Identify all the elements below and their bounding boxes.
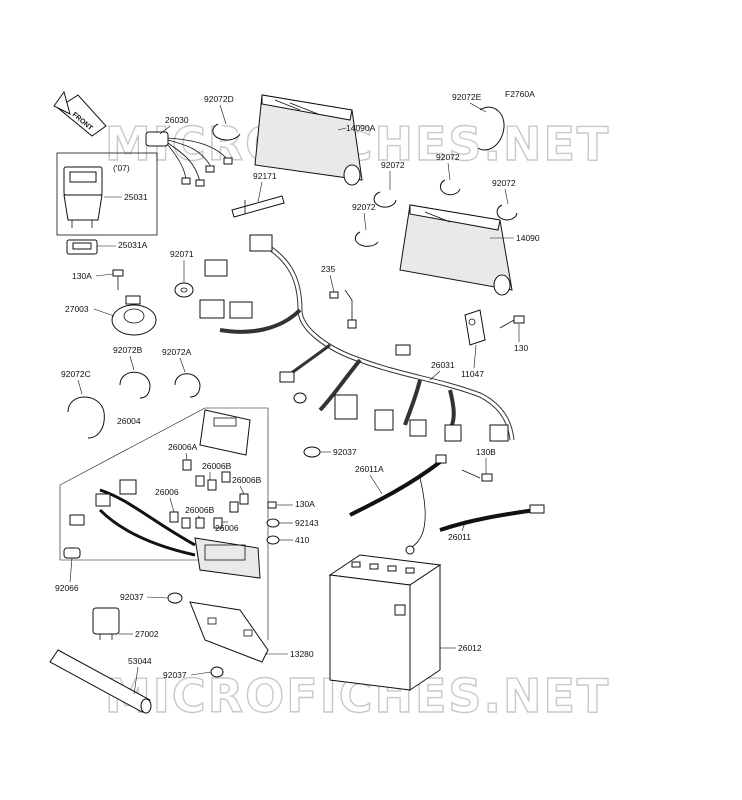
tube-53044 <box>49 649 152 714</box>
label-410: 410 <box>295 535 309 545</box>
label-130: 130 <box>514 343 528 353</box>
label-14090A: 14090A <box>346 123 376 133</box>
label-26006B-2: 26006B <box>232 475 262 485</box>
bolt-130A-top <box>112 269 124 290</box>
bracket-11047 <box>464 309 486 346</box>
label-92072-1: 92072 <box>381 160 405 170</box>
label-130A-mid: 130A <box>295 499 315 509</box>
cable-26011A <box>349 454 447 555</box>
grommet-92066 <box>63 547 81 559</box>
label-26031: 26031 <box>431 360 455 370</box>
label-130B: 130B <box>476 447 496 457</box>
clip-92072D <box>212 123 241 141</box>
label-26012: 26012 <box>458 643 482 653</box>
washer-410 <box>266 535 280 545</box>
label-53044: 53044 <box>128 656 152 666</box>
label-26006A: 26006A <box>168 442 198 452</box>
clip-92072-1 <box>373 191 397 208</box>
clip-92072-3 <box>496 204 518 221</box>
fuse-box-cover <box>199 409 251 456</box>
label-92037-top: 92037 <box>333 447 357 457</box>
label-92072E: 92072E <box>452 92 482 102</box>
label-07: ('07) <box>113 163 130 173</box>
label-26004: 26004 <box>117 416 141 426</box>
bracket-13280 <box>189 601 269 663</box>
label-92072D: 92072D <box>204 94 234 104</box>
label-92143: 92143 <box>295 518 319 528</box>
band-92072E <box>477 106 505 151</box>
battery-26012 <box>328 554 442 691</box>
main-harness-26031 <box>199 234 515 442</box>
label-92072-2: 92072 <box>436 152 460 162</box>
label-92037-mid: 92037 <box>120 592 144 602</box>
label-26006B-1: 26006B <box>202 461 232 471</box>
label-235: 235 <box>321 264 335 274</box>
washer-92143 <box>266 518 280 528</box>
label-26011A: 26011A <box>355 464 384 474</box>
label-26011: 26011 <box>448 532 471 542</box>
label-92171: 92171 <box>253 171 277 181</box>
relay-27002 <box>92 607 120 640</box>
cable-26011 <box>439 504 545 532</box>
meter-25031 <box>56 152 158 236</box>
cover-14090A <box>254 94 363 186</box>
label-92066: 92066 <box>55 583 79 593</box>
bolt-130 <box>499 315 525 329</box>
part-235 <box>329 289 357 329</box>
bolt-130B <box>461 469 493 482</box>
label-92071: 92071 <box>170 249 194 259</box>
label-13280: 13280 <box>290 649 314 659</box>
label-11047: 11047 <box>461 369 484 379</box>
clip-92072-2 <box>439 179 461 196</box>
group-26004 <box>59 407 215 561</box>
sub-harness-26030 <box>145 131 233 187</box>
label-26006-1: 26006 <box>155 487 179 497</box>
label-25031A: 25031A <box>118 240 148 250</box>
labels: 92072D 26030 14090A 92072E ('07) 25031 9… <box>55 92 540 695</box>
label-26030: 26030 <box>165 115 189 125</box>
label-14090: 14090 <box>516 233 540 243</box>
clamp-92037-top <box>303 446 321 458</box>
label-92072-3: 92072 <box>492 178 516 188</box>
band-92072B <box>119 371 151 399</box>
label-92072-4: 92072 <box>352 202 376 212</box>
fuse-box-base <box>69 479 261 579</box>
band-92072C <box>67 396 105 439</box>
meter-cover-25031A <box>66 239 98 255</box>
bolt-130A-mid <box>267 501 277 509</box>
horn-27003 <box>111 295 157 336</box>
fuses <box>169 459 249 529</box>
label-130A-top: 130A <box>72 271 92 281</box>
label-27002: 27002 <box>135 629 159 639</box>
cover-14090 <box>399 204 513 296</box>
clamp-92037-bottom <box>210 666 224 678</box>
label-92072B: 92072B <box>113 345 143 355</box>
bracket-92171 <box>231 195 285 218</box>
clamp-92037-mid <box>167 592 183 604</box>
clip-92072-4 <box>354 231 379 247</box>
label-26006B-3: 26006B <box>185 505 215 515</box>
label-92037-bottom: 92037 <box>163 670 187 680</box>
front-arrow-icon: FRONT <box>53 90 107 137</box>
diagram-code: F2760A <box>505 89 535 99</box>
grommet-92071 <box>174 282 194 298</box>
label-27003: 27003 <box>65 304 89 314</box>
label-26006-2: 26006 <box>215 523 239 533</box>
band-92072A <box>174 373 201 398</box>
label-92072A: 92072A <box>162 347 192 357</box>
label-25031: 25031 <box>124 192 148 202</box>
label-92072C: 92072C <box>61 369 91 379</box>
